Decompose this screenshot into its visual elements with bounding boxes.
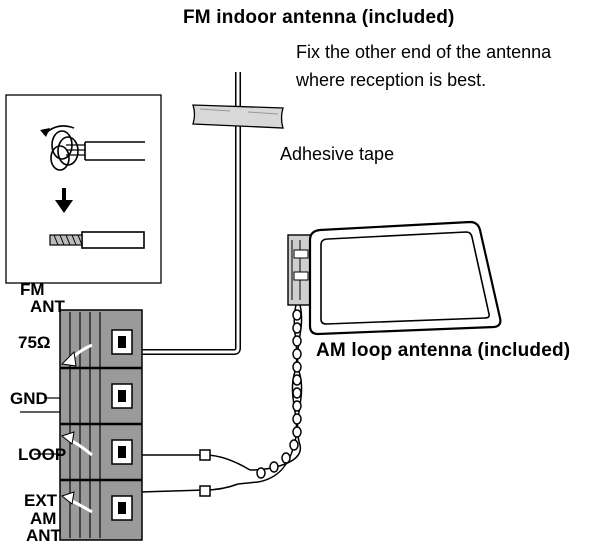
arrow-down-icon [55, 188, 73, 213]
ohm-75-label: 75Ω [18, 333, 51, 352]
ext-am-ant-line2: AM [30, 509, 57, 528]
fm-antenna-wire [130, 72, 241, 355]
am-loop-antenna [287, 220, 502, 336]
gnd-label: GND [10, 389, 48, 408]
wire-twist-icon [40, 125, 145, 171]
ext-am-ant-line3: ANT [26, 526, 61, 545]
wire-preparation-inset [5, 94, 162, 284]
adhesive-tape-label: Adhesive tape [280, 144, 395, 164]
fix-note-line1: Fix the other end of the antenna [296, 42, 552, 62]
am-antenna-label: AM loop antenna (included) [316, 340, 571, 361]
terminal-block [59, 309, 143, 541]
fm-ant-label-line1: FM [20, 280, 45, 299]
adhesive-tape [192, 104, 284, 129]
loop-label: LOOP [18, 445, 67, 464]
fm-antenna-label: FM indoor antenna (included) [183, 7, 455, 28]
fix-note-line2: where reception is best. [296, 70, 487, 90]
stripped-wire-icon [49, 231, 145, 249]
fm-ant-label-line2: ANT [30, 297, 65, 316]
ext-am-ant-line1: EXT [24, 491, 58, 510]
am-twisted-lead [139, 304, 303, 497]
